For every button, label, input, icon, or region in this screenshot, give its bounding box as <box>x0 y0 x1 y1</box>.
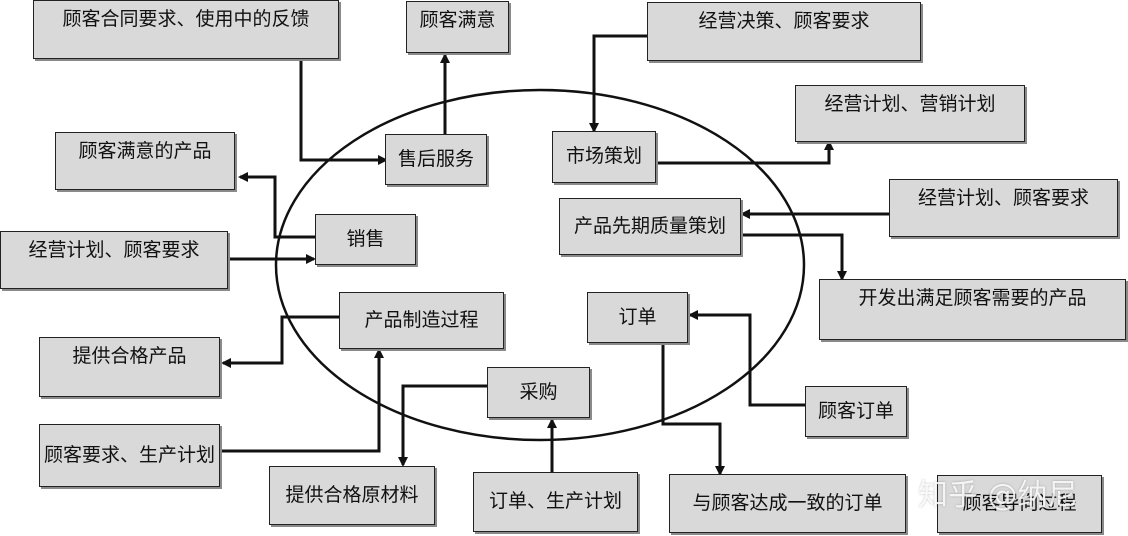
box-business-marketing-plan: 经营计划、营销计划 <box>795 85 1025 142</box>
node-after-sales-label: 售后服务 <box>397 147 474 170</box>
box-customer-satisfaction-label: 顾客满意 <box>419 9 496 31</box>
edge-feedback-to-after-sales <box>299 60 388 165</box>
box-customer-satisfaction: 顾客满意 <box>406 1 509 53</box>
node-after-sales: 售后服务 <box>385 134 487 185</box>
node-apqp: 产品先期质量策划 <box>559 198 741 255</box>
box-customer-order: 顾客订单 <box>805 386 907 437</box>
node-sales: 销售 <box>315 214 416 265</box>
node-sales-label: 销售 <box>346 227 385 250</box>
node-apqp-label: 产品先期质量策划 <box>573 214 726 237</box>
box-order-production-plan: 订单、生产计划 <box>473 472 638 532</box>
edge-market-to-plan <box>656 140 834 165</box>
process-cycle-ellipse <box>274 88 806 442</box>
box-customer-feedback-label: 顾客合同要求、使用中的反馈 <box>62 8 310 30</box>
edge-order-to-agreed <box>661 345 725 476</box>
node-manufacturing-label: 产品制造过程 <box>364 308 479 331</box>
box-business-plan-left: 经营计划、顾客要求 <box>0 231 228 289</box>
box-develop-product-label: 开发出满足顾客需要的产品 <box>858 287 1087 309</box>
box-customer-oriented-label: 顾客导向过程 <box>962 492 1077 515</box>
node-order-label: 订单 <box>618 305 657 328</box>
box-customer-oriented: 顾客导向过程 <box>937 475 1102 533</box>
edge-custorder-to-order <box>688 310 805 407</box>
box-qualified-product: 提供合格产品 <box>39 337 220 397</box>
edge-mfg-to-qualified <box>221 315 340 368</box>
box-order-production-plan-label: 订单、生产计划 <box>488 490 622 513</box>
box-agreed-order: 与顾客达成一致的订单 <box>669 474 906 533</box>
watermark: 知乎 @纳尼 <box>918 478 1078 513</box>
box-agreed-order-label: 与顾客达成一致的订单 <box>692 491 883 514</box>
box-customer-order-label: 顾客订单 <box>817 399 894 422</box>
box-satisfied-product: 顾客满意的产品 <box>55 132 235 190</box>
box-develop-product: 开发出满足顾客需要的产品 <box>819 279 1126 340</box>
node-order: 订单 <box>587 292 688 343</box>
box-business-decision: 经营决策、顾客要求 <box>647 2 921 61</box>
edge-decision-to-market <box>589 34 648 133</box>
edge-apqp-to-develop <box>742 233 847 281</box>
box-business-plan-right: 经营计划、顾客要求 <box>889 179 1118 237</box>
box-qualified-product-label: 提供合格产品 <box>72 345 187 367</box>
edge-sales-to-satisfied <box>238 172 316 239</box>
box-qualified-material: 提供合格原材料 <box>269 466 435 525</box>
node-manufacturing: 产品制造过程 <box>339 292 504 349</box>
box-customer-feedback: 顾客合同要求、使用中的反馈 <box>33 0 339 59</box>
box-business-plan-left-label: 经营计划、顾客要求 <box>28 239 200 261</box>
edge-req-to-mfg <box>219 348 384 453</box>
node-purchasing-label: 采购 <box>519 380 558 403</box>
edge-purchase-to-material <box>398 384 488 467</box>
node-purchasing: 采购 <box>487 367 590 418</box>
box-satisfied-product-label: 顾客满意的产品 <box>78 140 212 162</box>
box-qualified-material-label: 提供合格原材料 <box>285 483 419 506</box>
node-market-planning-label: 市场策划 <box>565 145 642 168</box>
box-business-plan-right-label: 经营计划、顾客要求 <box>917 187 1089 209</box>
box-business-marketing-plan-label: 经营计划、营销计划 <box>824 93 996 115</box>
box-req-production-plan: 顾客要求、生产计划 <box>39 424 220 487</box>
box-business-decision-label: 经营决策、顾客要求 <box>698 10 870 32</box>
node-market-planning: 市场策划 <box>552 131 656 183</box>
box-req-production-plan-label: 顾客要求、生产计划 <box>43 443 215 466</box>
